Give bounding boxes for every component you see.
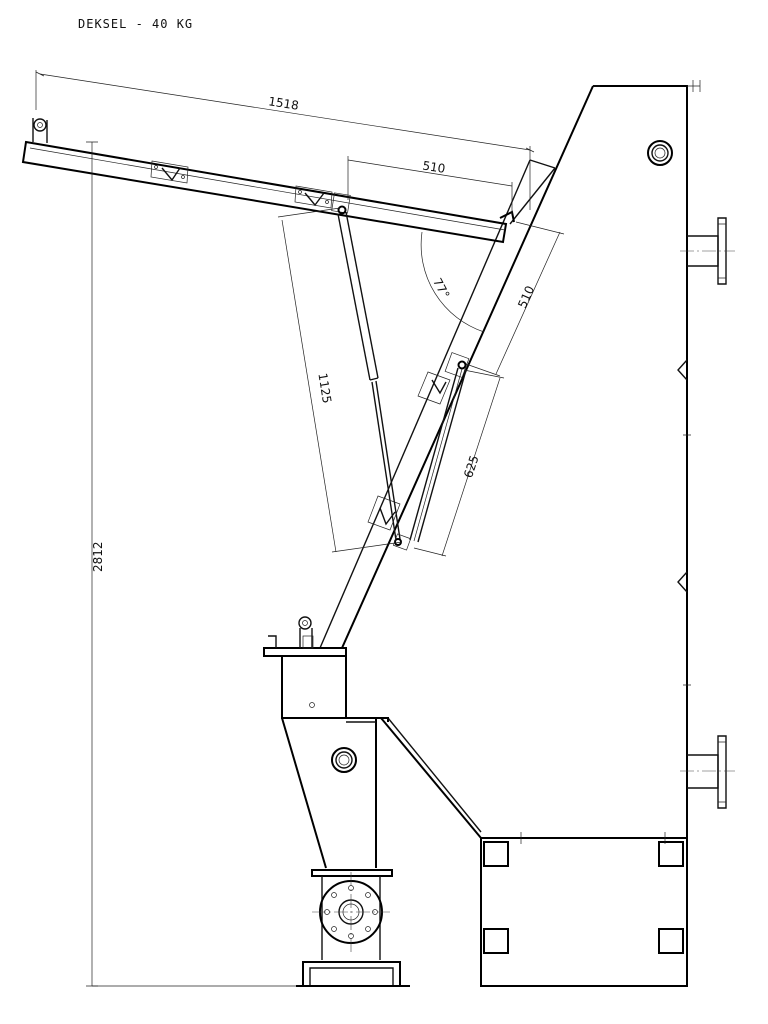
dim-strut-closed-label: 625 [461,454,481,480]
dim-opening-angle: 77° [420,231,485,333]
gas-strut-open [337,205,402,546]
dim-body-hinge-offset-label: 510 [515,284,537,311]
dim-lid-length: 1518 [35,70,535,210]
tank-body [341,80,735,987]
dim-lid-hinge-offset: 510 [347,156,513,214]
dim-overall-height-label: 2812 [91,541,105,572]
porthole-top [647,140,673,166]
dim-strut-open: 1125 [277,207,403,553]
porthole-lower [331,747,357,773]
lower-hopper [263,616,410,987]
slope-bracket-2 [367,495,412,551]
dim-strut-closed: 625 [413,369,505,557]
dim-strut-open-label: 1125 [315,372,334,404]
outlet-flange [312,872,390,952]
slope-bracket-1 [417,371,451,405]
base-frame [483,832,684,954]
lid [21,118,515,244]
nozzle-lower [680,735,735,809]
dim-opening-angle-label: 77° [430,276,452,301]
lid-bracket-2 [294,185,333,209]
dim-body-hinge-offset: 510 [465,221,565,377]
nozzle-upper [680,217,735,285]
lid-bracket-1 [150,160,189,184]
dim-overall-height: 2812 [86,141,296,987]
dim-lid-length-label: 1518 [267,94,299,113]
body-slope [319,159,556,649]
gas-strut-closed [409,352,470,543]
dim-lid-hinge-offset-label: 510 [421,159,446,176]
drawing-title: DEKSEL - 40 KG [78,17,194,31]
